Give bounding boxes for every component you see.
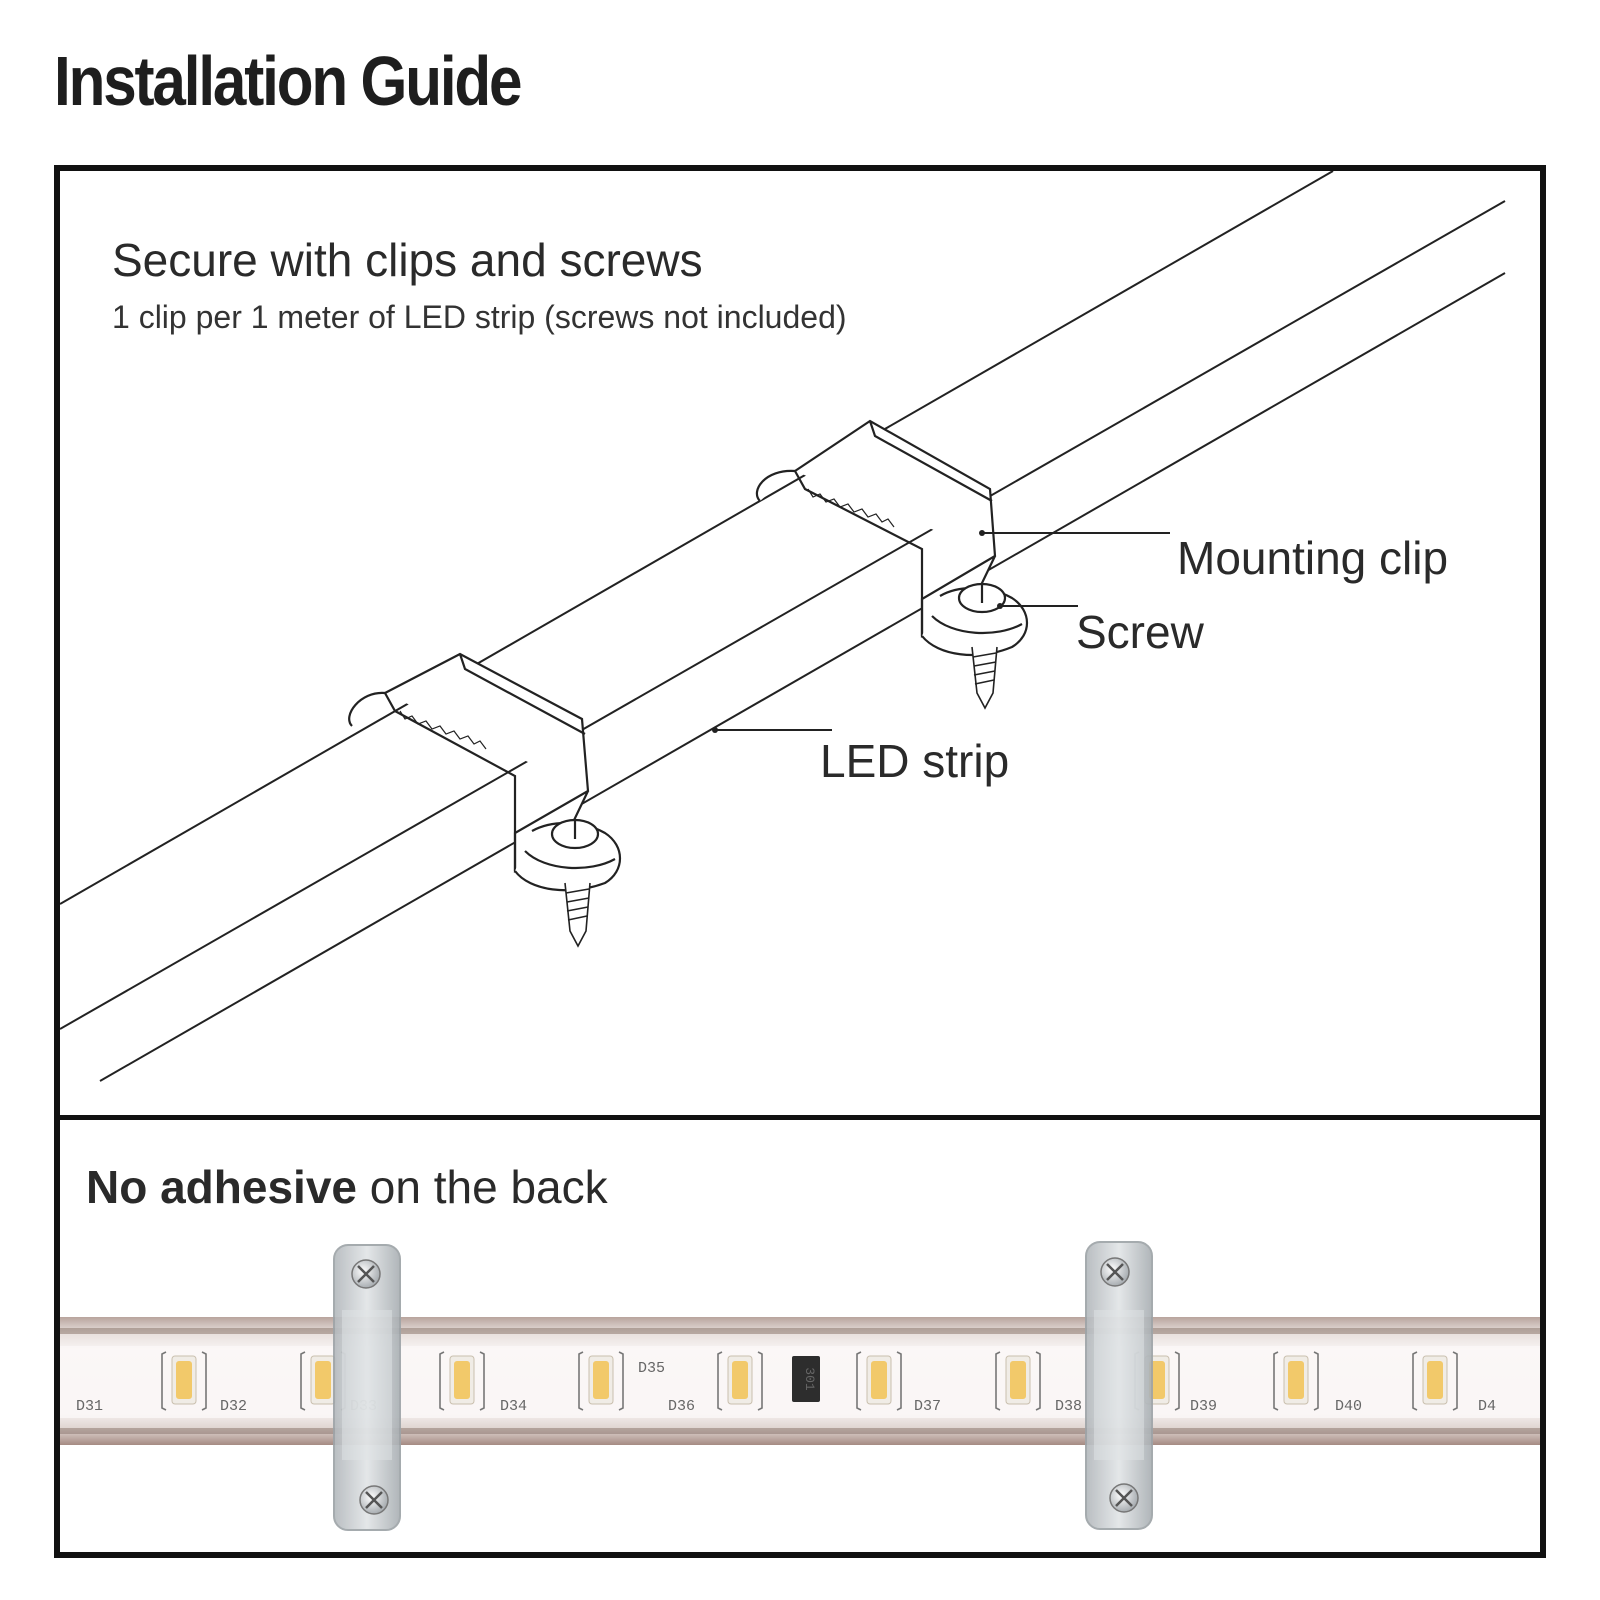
chip-bracket [995, 1351, 1001, 1411]
no-adhesive-bold: No adhesive [86, 1161, 357, 1213]
chip-bracket [1412, 1351, 1418, 1411]
chip-bracket [300, 1351, 306, 1411]
strip-marking: D40 [1335, 1398, 1362, 1415]
no-adhesive-rest: on the back [357, 1161, 608, 1213]
strip-back-edge [60, 171, 1334, 905]
chip-bracket [439, 1351, 445, 1411]
led-chip [1288, 1361, 1304, 1399]
clip-installation-drawing [60, 171, 1506, 1082]
screw-label: Screw [1076, 606, 1204, 658]
resistor-code: 301 [802, 1367, 817, 1391]
led-strip-photo: D31D32D33D34D35D36D37D38D39D40D4 301 [60, 1241, 1540, 1531]
strip-marking: D36 [668, 1398, 695, 1415]
chip-bracket [201, 1351, 207, 1411]
chip-bracket [479, 1351, 485, 1411]
led-chip [1427, 1361, 1443, 1399]
led-chip [1010, 1361, 1026, 1399]
led-chip [871, 1361, 887, 1399]
chip-bracket [1273, 1351, 1279, 1411]
led-strip-label: LED strip [820, 735, 1010, 787]
chip-bracket [1452, 1351, 1458, 1411]
led-chip [454, 1361, 470, 1399]
clip-spacing-note: 1 clip per 1 meter of LED strip (screws … [112, 299, 847, 335]
panel-divider [60, 1115, 1540, 1120]
chip-bracket [161, 1351, 167, 1411]
resistor-301: 301 [792, 1356, 820, 1402]
led-chip [732, 1361, 748, 1399]
chip-bracket [856, 1351, 862, 1411]
strip-marking: D37 [914, 1398, 941, 1415]
chip-bracket [618, 1351, 624, 1411]
chip-bracket [578, 1351, 584, 1411]
strip-bottom-edge [99, 272, 1506, 1082]
no-adhesive-panel: No adhesive on the back [60, 1120, 1540, 1552]
strip-marking: D4 [1478, 1398, 1496, 1415]
strip-front-edge [60, 200, 1506, 1030]
chip-bracket [717, 1351, 723, 1411]
mounting-clip-label: Mounting clip [1177, 532, 1449, 584]
strip-marking: D38 [1055, 1398, 1082, 1415]
mounting-clip-right [755, 419, 1028, 710]
led-chip [593, 1361, 609, 1399]
strip-marking: D34 [500, 1398, 527, 1415]
secure-heading: Secure with clips and screws [112, 234, 703, 286]
diagram-frame: Secure with clips and screws 1 clip per … [54, 165, 1546, 1558]
strip-marking: D35 [638, 1360, 665, 1377]
strip-marking: D32 [220, 1398, 247, 1415]
led-chip [176, 1361, 192, 1399]
clip-left [333, 1244, 401, 1531]
strip-marking: D31 [76, 1398, 103, 1415]
led-chip [315, 1361, 331, 1399]
installation-diagram-panel: Secure with clips and screws 1 clip per … [60, 171, 1540, 1115]
clip-right [1085, 1241, 1153, 1530]
chip-bracket [1313, 1351, 1319, 1411]
mounting-clip-left [348, 652, 621, 948]
chip-bracket [1035, 1351, 1041, 1411]
page-title: Installation Guide [54, 42, 523, 120]
chip-bracket [757, 1351, 763, 1411]
chip-bracket [1174, 1351, 1180, 1411]
no-adhesive-heading: No adhesive on the back [86, 1160, 608, 1214]
strip-marking: D39 [1190, 1398, 1217, 1415]
chip-bracket [896, 1351, 902, 1411]
